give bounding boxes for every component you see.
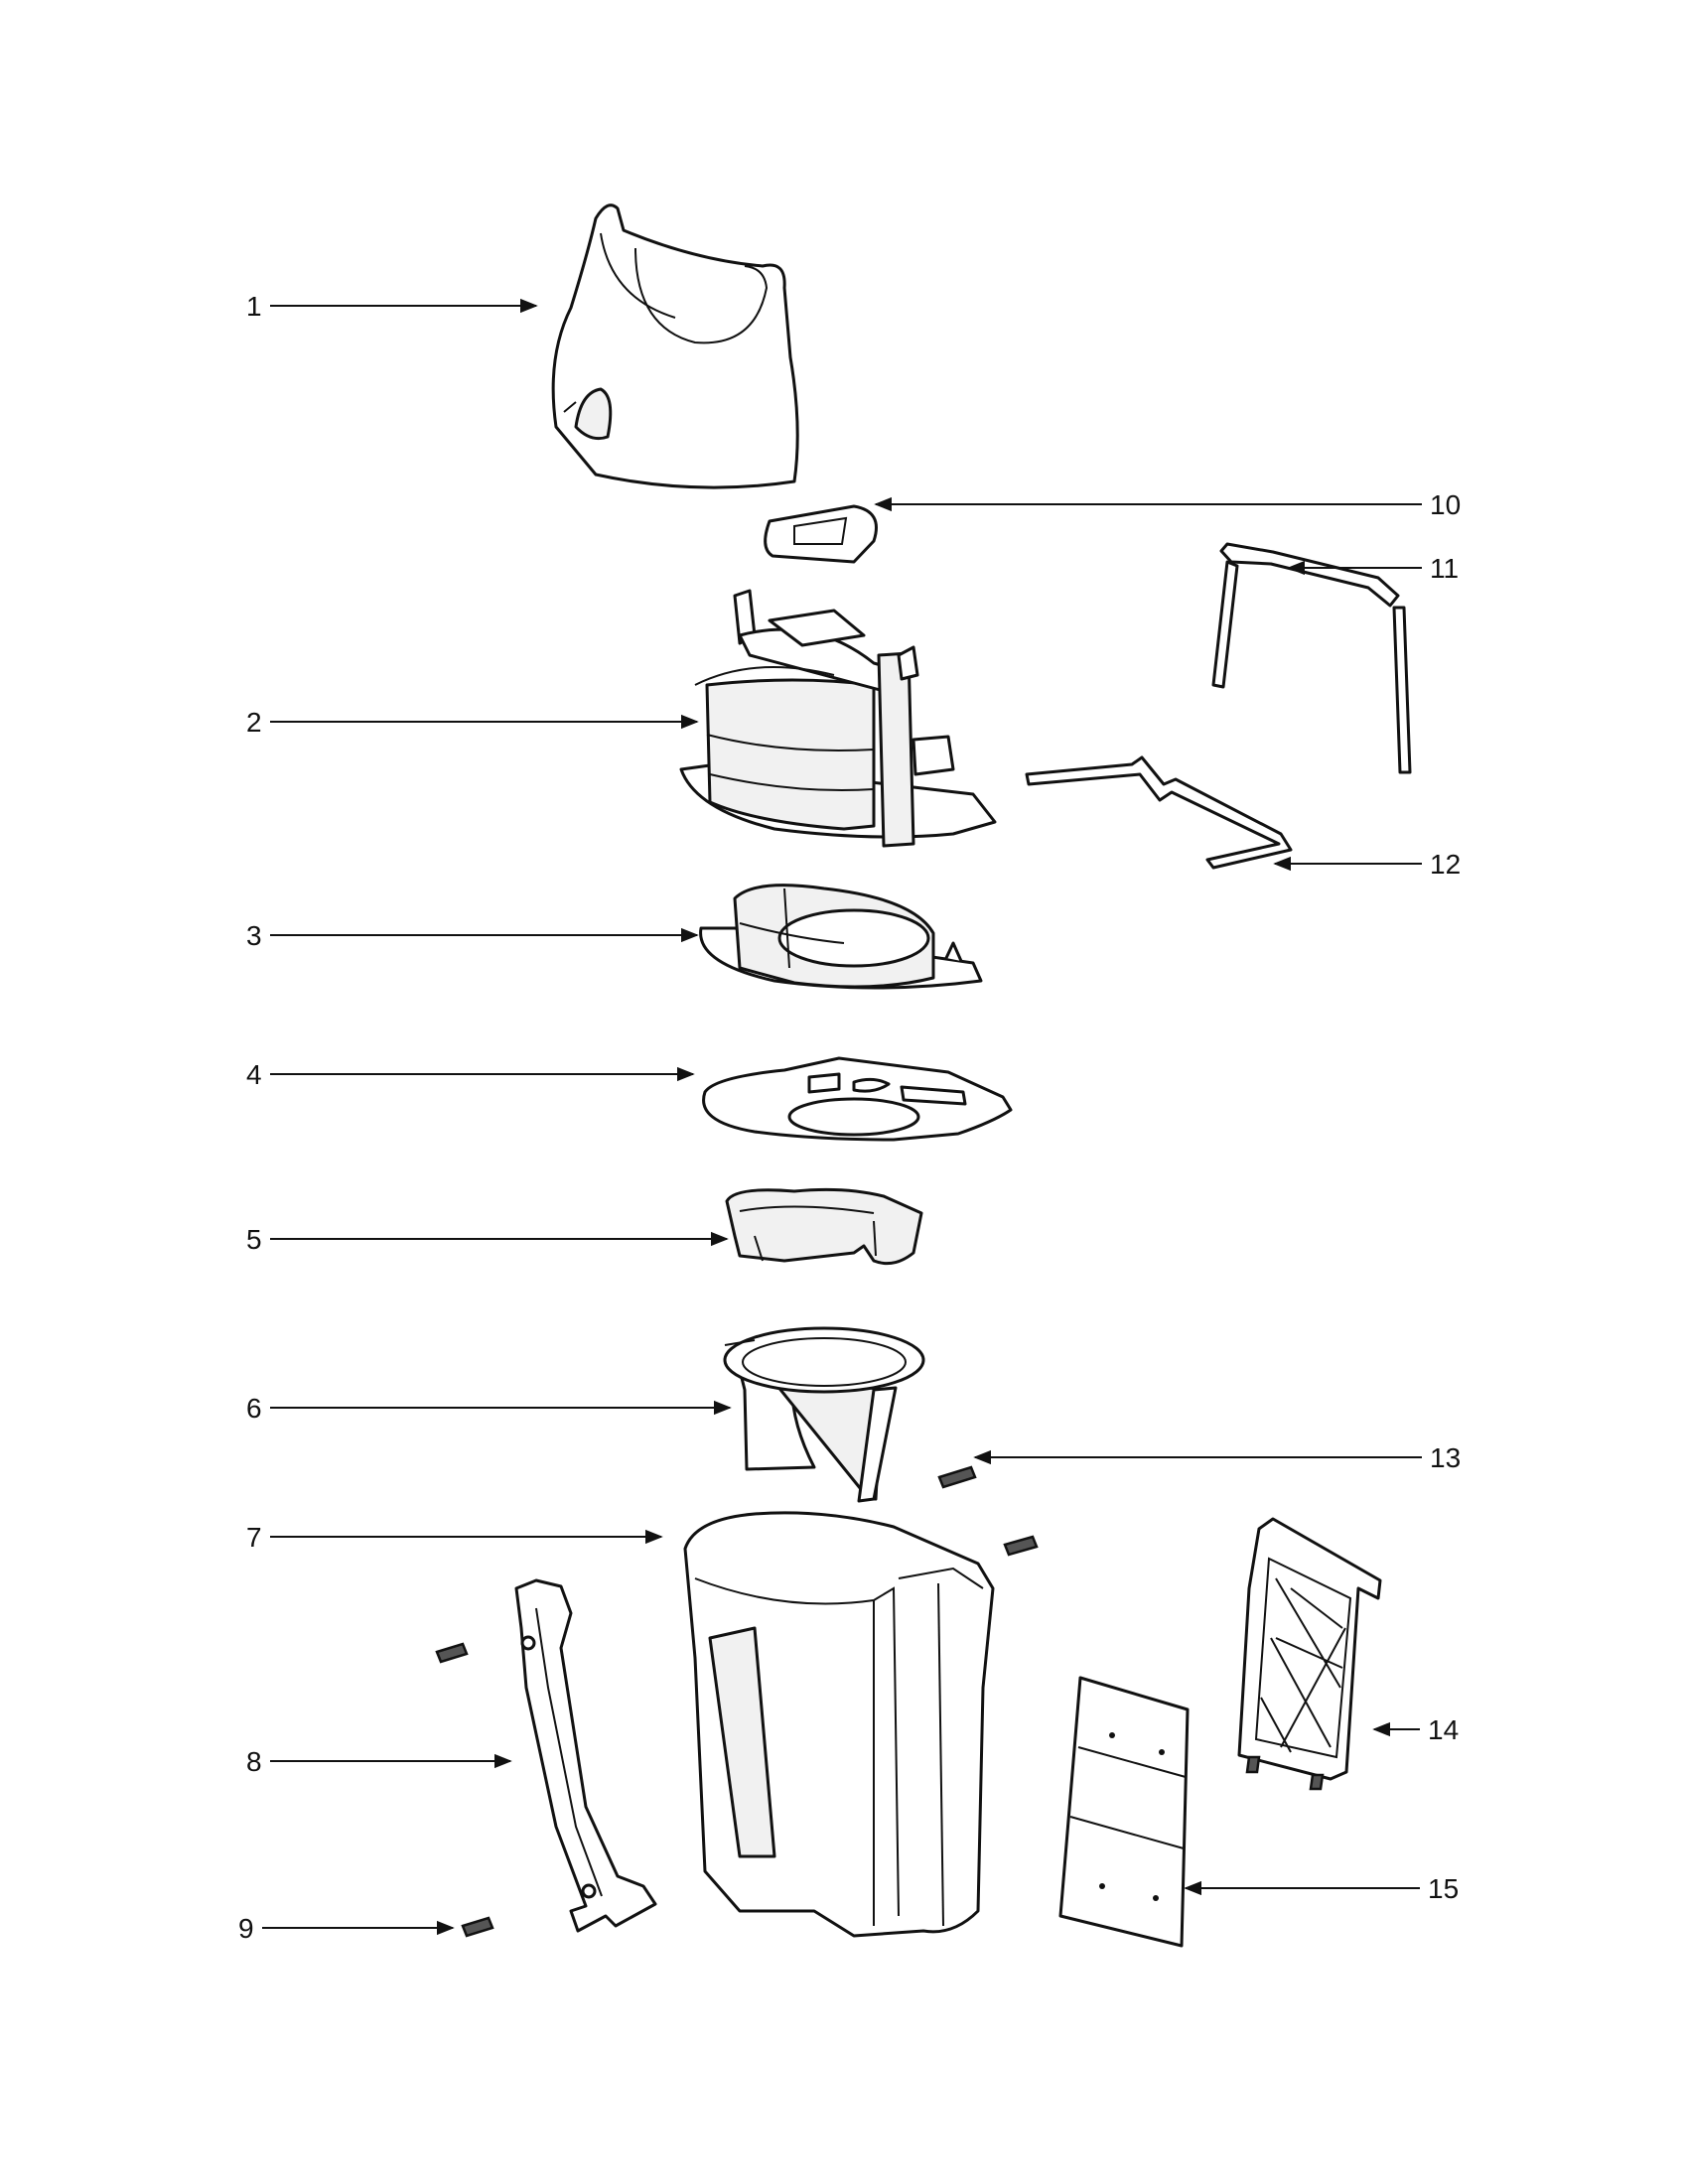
- callout-2: 2: [246, 707, 699, 738]
- callout-15: 15: [1184, 1873, 1459, 1904]
- svg-text:7: 7: [246, 1522, 262, 1553]
- part-3-funnel-upper: [699, 884, 983, 990]
- callout-13: 13: [973, 1442, 1461, 1473]
- svg-text:1: 1: [246, 291, 262, 322]
- callout-7: 7: [246, 1522, 663, 1553]
- part-11-wire-clip: [1211, 542, 1412, 774]
- svg-text:13: 13: [1430, 1442, 1461, 1473]
- part-12-wire-bar: [1025, 755, 1293, 870]
- part-10-gasket: [764, 504, 878, 564]
- part-14-grille: [1237, 1517, 1382, 1791]
- handle-screw: [435, 1642, 469, 1664]
- part-9-screw: [461, 1916, 494, 1938]
- part-7-housing: [683, 1511, 1039, 1938]
- part-4-plate: [702, 1056, 1013, 1142]
- svg-text:12: 12: [1430, 849, 1461, 880]
- callout-12: 12: [1273, 849, 1461, 880]
- svg-text:2: 2: [246, 707, 262, 738]
- svg-text:15: 15: [1428, 1873, 1459, 1904]
- part-6-filter-basket: [723, 1326, 925, 1503]
- part-2-upper-housing: [679, 589, 997, 848]
- svg-text:5: 5: [246, 1224, 262, 1255]
- svg-text:14: 14: [1428, 1714, 1459, 1745]
- part-5-basket-holder: [725, 1187, 923, 1266]
- svg-text:11: 11: [1430, 553, 1459, 584]
- callout-4: 4: [246, 1059, 695, 1090]
- part-13-screw: [937, 1465, 977, 1489]
- svg-text:8: 8: [246, 1746, 262, 1777]
- svg-text:9: 9: [238, 1913, 254, 1944]
- callout-3: 3: [246, 920, 699, 951]
- svg-text:4: 4: [246, 1059, 262, 1090]
- part-8-handle: [514, 1578, 657, 1933]
- callout-8: 8: [246, 1746, 512, 1777]
- callout-9: 9: [238, 1913, 455, 1944]
- callout-14: 14: [1372, 1714, 1459, 1745]
- callout-6: 6: [246, 1393, 732, 1424]
- svg-text:6: 6: [246, 1393, 262, 1424]
- callout-5: 5: [246, 1224, 729, 1255]
- callout-1: 1: [246, 291, 538, 322]
- svg-text:10: 10: [1430, 489, 1461, 520]
- callout-10: 10: [874, 489, 1461, 520]
- svg-text:3: 3: [246, 920, 262, 951]
- callout-11: 11: [1287, 553, 1459, 584]
- part-15-panel: [1058, 1676, 1190, 1948]
- part-1-top-cover: [551, 204, 799, 489]
